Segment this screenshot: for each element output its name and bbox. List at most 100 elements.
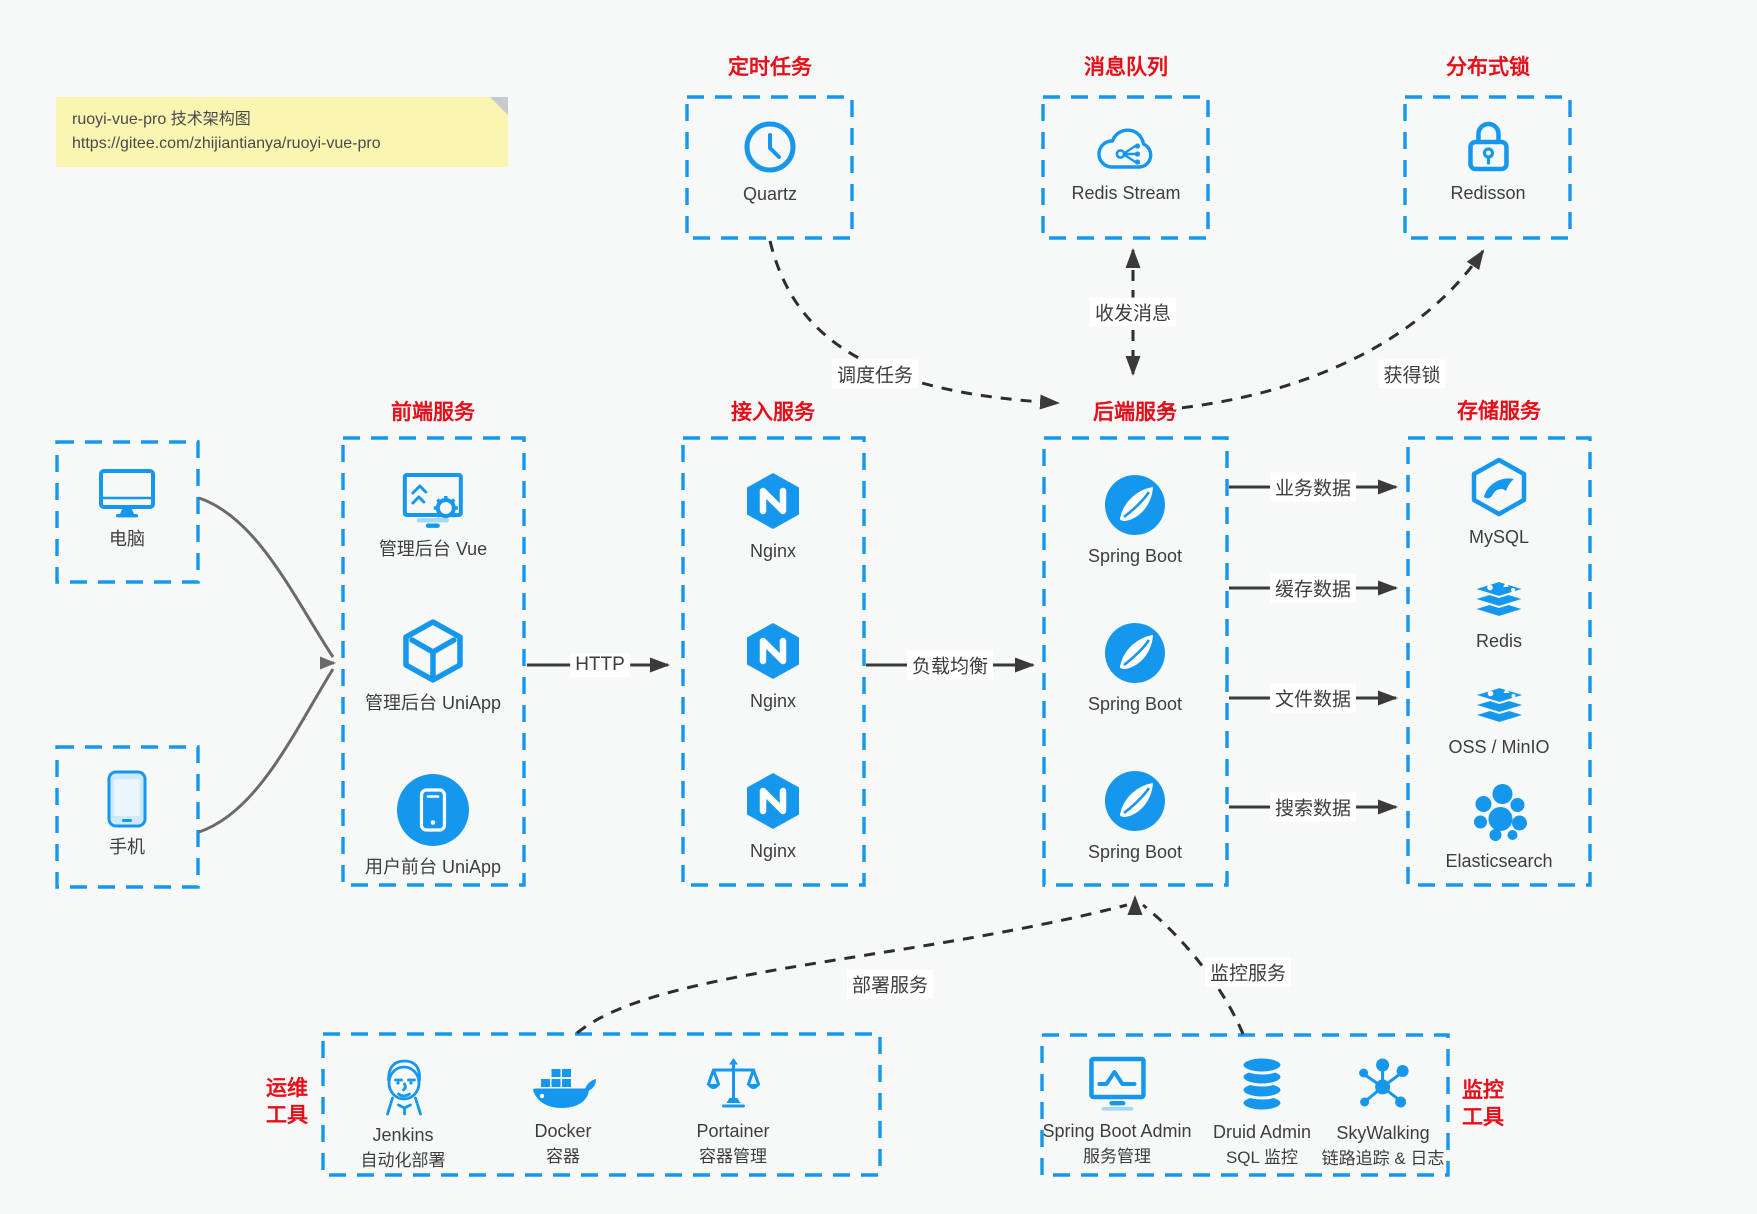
storage-title: 存储服务	[1457, 400, 1541, 423]
node-label: Elasticsearch	[1445, 851, 1553, 871]
node-elasticsearch: Elasticsearch	[1445, 782, 1553, 872]
node-sublabel: 自动化部署	[360, 1151, 446, 1170]
desktop-icon	[99, 469, 155, 518]
node-phone: 手机	[106, 770, 148, 858]
node-label: Spring Boot	[1087, 546, 1183, 566]
load-balance-label: 负载均衡	[906, 650, 994, 680]
monitoring-label: 监控服务	[1204, 957, 1292, 987]
monitor-title-line1: 监控	[1462, 1079, 1504, 1102]
node-label: Redisson	[1450, 183, 1526, 203]
message-label: 收发消息	[1089, 297, 1177, 327]
sticky-note: ruoyi-vue-pro 技术架构图 https://gitee.com/zh…	[56, 97, 508, 167]
gateway-box	[681, 436, 866, 887]
ops-box	[321, 1032, 882, 1177]
uniapp-cube-icon	[403, 619, 463, 683]
node-label: Nginx	[749, 541, 797, 561]
druid-icon	[1240, 1055, 1284, 1113]
note-folded-corner	[490, 97, 508, 115]
spring-boot-admin-icon	[1088, 1056, 1146, 1111]
node-label: 用户前台 UniApp	[364, 857, 502, 877]
node-nginx-1: Nginx	[743, 470, 803, 562]
node-label: 手机	[109, 837, 145, 857]
note-url: https://gitee.com/zhijiantianya/ruoyi-vu…	[72, 135, 381, 152]
ops-title-line1: 运维	[266, 1077, 308, 1100]
node-docker: Docker 容器	[529, 1062, 597, 1167]
node-label: SkyWalking	[1336, 1123, 1430, 1143]
node-label: 管理后台 Vue	[378, 539, 488, 559]
node-mysql: MySQL	[1469, 456, 1529, 548]
node-portainer: Portainer 容器管理	[696, 1056, 770, 1167]
backend-title: 后端服务	[1093, 401, 1177, 424]
portainer-icon	[705, 1058, 760, 1108]
lock-box	[1403, 95, 1572, 240]
deploy-curve	[576, 903, 1128, 1035]
node-redis-stream: Redis Stream	[1071, 124, 1181, 204]
node-user-uniapp: 用户前台 UniApp	[365, 772, 501, 878]
node-label: OSS / MinIO	[1448, 737, 1550, 757]
backend-box	[1042, 436, 1229, 887]
node-label: Spring Boot	[1087, 842, 1183, 862]
get-lock-curve	[1161, 249, 1485, 412]
monitor-box	[1040, 1033, 1450, 1177]
spring-icon	[1105, 771, 1165, 831]
phone-box	[55, 745, 200, 889]
node-spring-boot-admin: Spring Boot Admin 服务管理	[1042, 1056, 1192, 1167]
storage-box	[1406, 436, 1592, 887]
skywalking-icon	[1359, 1058, 1409, 1108]
node-label: Spring Boot	[1087, 694, 1183, 714]
scheduler-box	[685, 95, 854, 240]
node-label: Portainer	[696, 1121, 770, 1141]
nginx-icon	[747, 773, 799, 829]
biz-data-label: 业务数据	[1269, 472, 1357, 502]
nginx-icon	[747, 473, 799, 529]
redis-stack-icon	[1469, 685, 1529, 725]
node-jenkins: Jenkins 自动化部署	[361, 1054, 446, 1171]
node-redis: Redis	[1469, 566, 1529, 652]
node-spring-3: Spring Boot	[1088, 769, 1182, 863]
ops-title-line2: 工具	[266, 1104, 308, 1127]
elasticsearch-icon	[1473, 784, 1527, 841]
cloud-share-icon	[1096, 128, 1152, 169]
node-druid-admin: Druid Admin SQL 监控	[1213, 1055, 1311, 1168]
schedule-label: 调度任务	[831, 359, 919, 389]
search-data-label: 搜索数据	[1269, 792, 1357, 822]
computer-box	[55, 440, 200, 584]
node-label: Redis	[1475, 631, 1523, 651]
node-label: Spring Boot Admin	[1042, 1121, 1192, 1141]
mq-title: 消息队列	[1084, 56, 1168, 79]
node-skywalking: SkyWalking 链路追踪 & 日志	[1321, 1056, 1445, 1169]
node-nginx-3: Nginx	[743, 770, 803, 862]
redis-stack-icon	[1469, 579, 1529, 619]
node-oss-minio: OSS / MinIO	[1448, 672, 1550, 758]
admin-monitor-gear-icon	[403, 473, 463, 528]
deploy-label: 部署服务	[846, 969, 934, 999]
scheduler-title: 定时任务	[728, 56, 812, 79]
spring-icon	[1105, 475, 1165, 535]
node-label: Quartz	[742, 184, 798, 204]
node-sublabel: 服务管理	[1083, 1147, 1151, 1166]
node-sublabel: SQL 监控	[1225, 1148, 1299, 1167]
node-label: Redis Stream	[1071, 183, 1181, 203]
node-sublabel: 容器	[546, 1147, 580, 1166]
node-label: MySQL	[1468, 527, 1530, 547]
node-computer: 电脑	[97, 466, 157, 550]
node-label: Docker	[534, 1121, 592, 1141]
schedule-task-curve	[768, 240, 1060, 410]
spring-icon	[1105, 623, 1165, 683]
mq-box	[1041, 95, 1210, 240]
ops-side-title: 运维 工具	[266, 1075, 308, 1129]
gateway-title: 接入服务	[731, 401, 815, 424]
cache-data-label: 缓存数据	[1269, 573, 1357, 603]
node-label: Nginx	[749, 691, 797, 711]
frontend-box	[341, 436, 526, 887]
node-sublabel: 链路追踪 & 日志	[1321, 1149, 1445, 1168]
monitor-curve	[1142, 903, 1245, 1035]
node-admin-uniapp: 管理后台 UniApp	[365, 618, 501, 714]
frontend-title: 前端服务	[391, 401, 475, 424]
nginx-icon	[747, 623, 799, 679]
user-app-circle-icon	[396, 774, 469, 846]
node-label: 电脑	[109, 529, 145, 549]
node-sublabel: 容器管理	[698, 1147, 767, 1166]
node-label: Nginx	[749, 841, 797, 861]
node-label: 管理后台 UniApp	[364, 693, 502, 713]
